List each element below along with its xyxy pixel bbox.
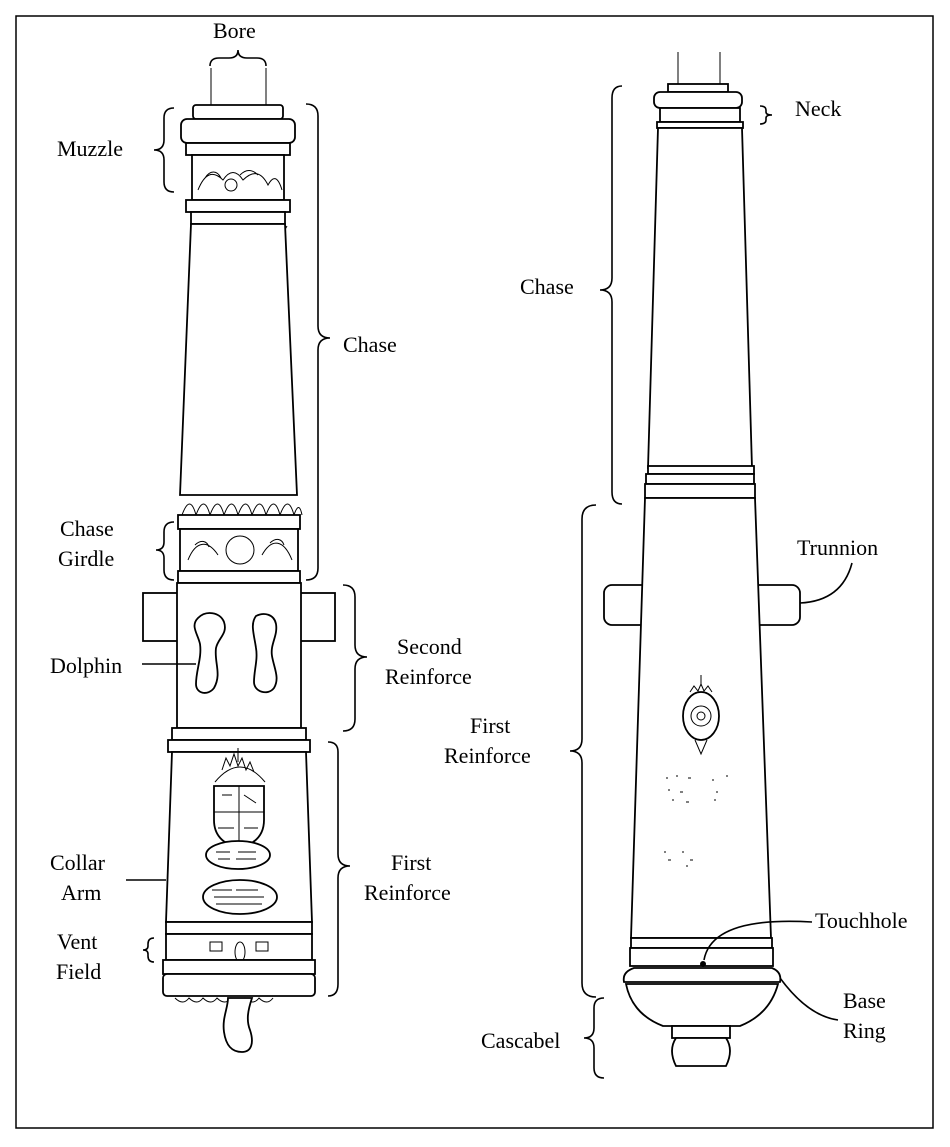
muzzle-astragal <box>190 211 286 225</box>
inscription-lines-2 <box>212 889 264 905</box>
dolphin-right <box>251 613 278 694</box>
right-cascabel-ring <box>671 1025 731 1039</box>
label-first-reinforce-left-2: Reinforce <box>364 880 451 905</box>
chase-girdle-medallion <box>225 535 255 565</box>
label-chase-girdle-2: Girdle <box>58 546 114 571</box>
muzzle-top-ring <box>192 104 284 120</box>
left-cannon <box>142 68 336 1053</box>
faint-marks-2 <box>664 851 693 867</box>
emblem-rose-center <box>696 711 706 721</box>
right-muzzle-top <box>667 83 729 93</box>
bracket-neck <box>759 105 773 125</box>
label-trunnion: Trunnion <box>797 535 878 560</box>
coat-of-arms-quarters <box>214 786 264 848</box>
right-base-ring <box>622 967 782 983</box>
base-ring-2 <box>162 973 316 997</box>
label-collar-arm-2: Arm <box>61 880 101 905</box>
left-cascabel-dolphin <box>222 997 254 1053</box>
label-chase-left: Chase <box>343 332 397 357</box>
right-labels: Neck Chase Trunnion First Reinforce Touc… <box>444 85 908 1079</box>
label-touchhole: Touchhole <box>815 908 908 933</box>
chase-girdle-ring-top <box>177 514 301 530</box>
vent-mark-left <box>209 941 223 952</box>
bracket-chase-girdle <box>155 521 175 581</box>
emblem-point <box>694 739 708 756</box>
bracket-first-reinforce-left <box>327 741 351 997</box>
bracket-muzzle <box>153 107 175 193</box>
figure-frame <box>15 15 934 1129</box>
label-second-reinforce-2: Reinforce <box>385 664 472 689</box>
first-reinforce-ring-1 <box>171 727 307 741</box>
right-neck <box>659 107 741 123</box>
right-muzzle-ring <box>653 91 743 109</box>
chase-girdle-band <box>179 528 299 572</box>
base-ornament <box>174 997 274 1003</box>
vent-field-band <box>165 933 313 961</box>
muzzle-ring <box>180 118 296 144</box>
label-bore: Bore <box>213 18 256 43</box>
vent-field-ring-top <box>165 921 313 935</box>
label-first-reinforce-right-1: First <box>470 713 510 738</box>
leader-trunnion <box>799 562 853 604</box>
label-vent-field-1: Vent <box>57 929 97 954</box>
right-cannon <box>603 52 801 1067</box>
right-chase-body <box>647 127 753 469</box>
bracket-bore <box>209 49 267 67</box>
base-ring-1 <box>162 959 316 975</box>
right-cascabel <box>624 983 780 1027</box>
right-base-ring-1 <box>630 937 773 949</box>
second-reinforce-body <box>176 582 302 729</box>
chase-girdle-scrollwork <box>187 538 293 561</box>
left-labels: Bore Muzzle Chase Chase Girdle Dolphin S… <box>50 18 472 997</box>
inscription-cartouche-1 <box>205 840 271 870</box>
touchhole-dot <box>700 961 706 967</box>
faint-marks-1 <box>666 775 728 803</box>
left-chase-body <box>179 223 298 496</box>
label-first-reinforce-right-2: Reinforce <box>444 743 531 768</box>
label-cascabel: Cascabel <box>481 1028 560 1053</box>
label-second-reinforce-1: Second <box>397 634 462 659</box>
label-vent-field-2: Field <box>56 959 101 984</box>
label-collar-arm-1: Collar <box>50 850 106 875</box>
muzzle-lower-ring <box>185 142 291 156</box>
muzzle-ornament-band <box>191 154 285 201</box>
label-muzzle: Muzzle <box>57 136 123 161</box>
bracket-vent-field <box>142 937 155 963</box>
leader-touchhole <box>703 920 813 961</box>
label-base-ring-1: Base <box>843 988 886 1013</box>
chase-bottom-leaves <box>181 503 303 517</box>
bracket-chase-right <box>599 85 623 505</box>
bracket-cascabel <box>583 997 605 1079</box>
label-base-ring-2: Ring <box>843 1018 886 1043</box>
label-first-reinforce-left-1: First <box>391 850 431 875</box>
dolphin-left <box>193 612 226 694</box>
label-chase-girdle-1: Chase <box>60 516 114 541</box>
emblem-outer <box>682 691 720 741</box>
muzzle-ornament <box>197 170 283 192</box>
right-chase-ring-1 <box>647 465 755 475</box>
label-neck: Neck <box>795 96 841 121</box>
inscription-lines-1 <box>216 851 256 860</box>
leader-base-ring <box>779 977 839 1021</box>
first-reinforce-ring-2 <box>167 739 311 753</box>
right-cascabel-knob <box>671 1037 731 1067</box>
emblem-rose <box>690 705 712 727</box>
bracket-chase-left <box>305 103 331 581</box>
right-chase-ring-2 <box>645 473 755 485</box>
vent-mark-right <box>255 941 269 952</box>
emblem-crown <box>689 682 713 693</box>
bracket-second-reinforce <box>342 584 368 732</box>
coat-of-arms-crown <box>214 752 266 783</box>
chase-girdle-ring-bottom <box>177 570 301 584</box>
label-chase-right: Chase <box>520 274 574 299</box>
right-chase-ring-3 <box>644 483 756 499</box>
muzzle-base-ring <box>185 199 291 213</box>
bracket-first-reinforce-right <box>569 504 597 998</box>
label-dolphin: Dolphin <box>50 653 122 678</box>
